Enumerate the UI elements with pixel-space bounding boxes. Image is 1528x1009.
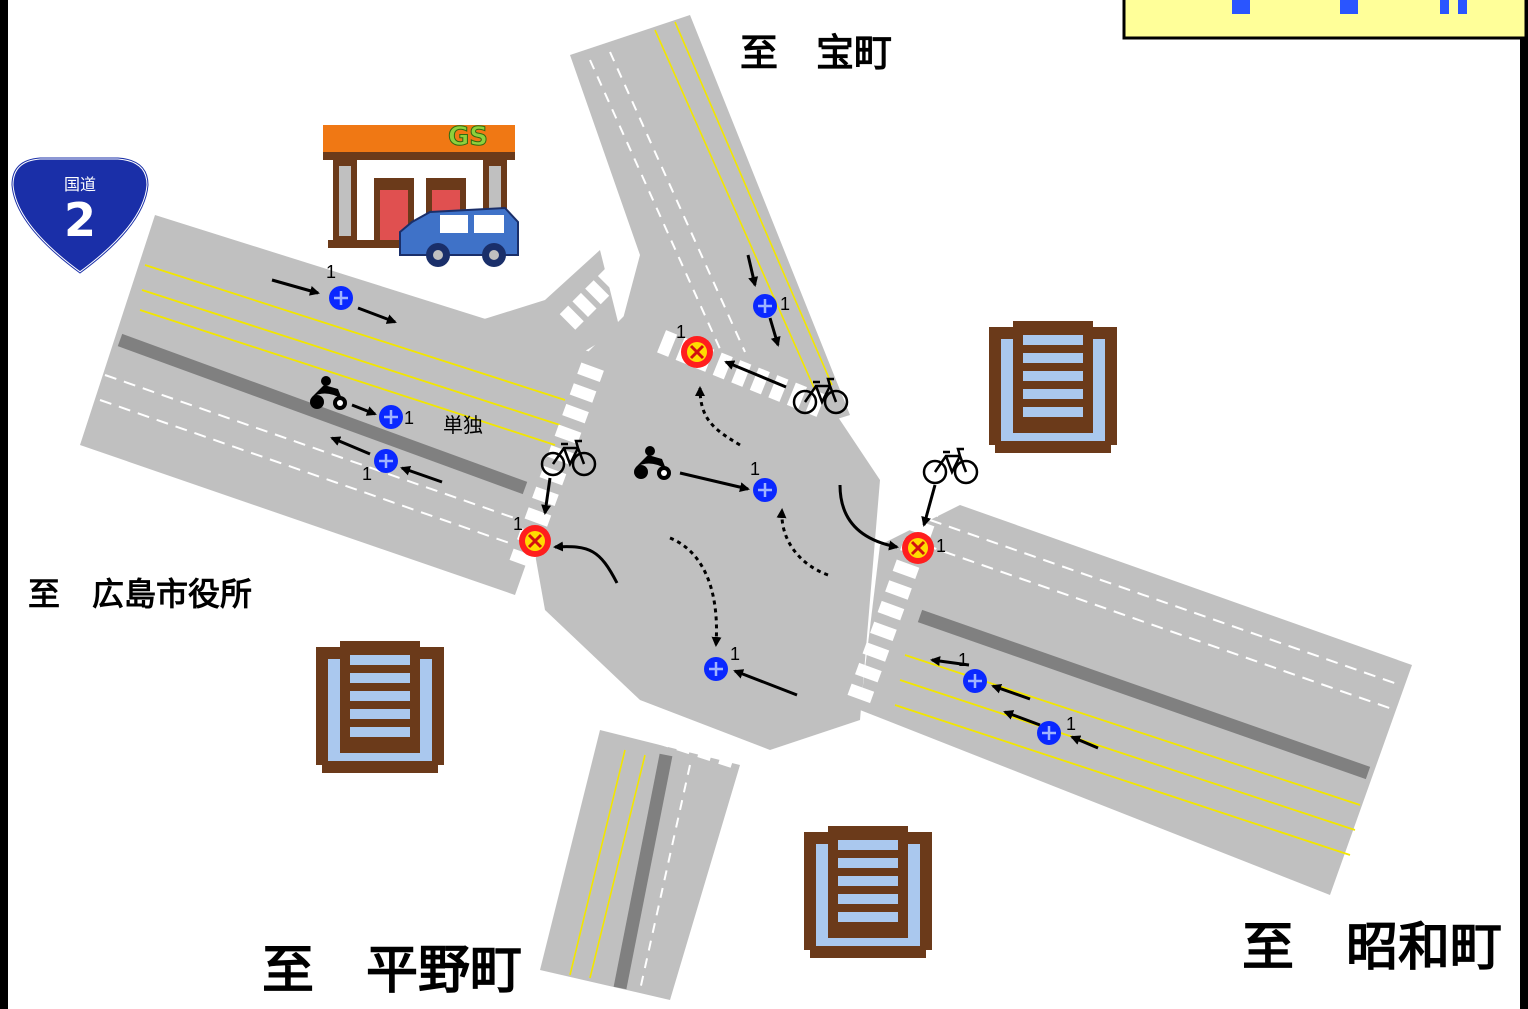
median-south [613,753,673,990]
marker-counts: 1 1 1 1 1 1 1 1 1 1 1 [326,262,1076,734]
road-east [860,505,1412,895]
blue-marker-icon [702,655,730,683]
arrow-icon [271,278,320,296]
dotted-arrows [669,386,829,647]
legend-marker [1340,0,1358,14]
arrow-icon [695,386,741,447]
arrow-icon [1003,710,1041,727]
gas-station-label: GS [448,122,488,152]
blue-marker-icon [961,667,989,695]
arrow-icon [357,306,397,324]
arrow-icon [838,484,899,551]
marker-count: 1 [1066,714,1076,734]
crosswalk-northwest [559,267,622,330]
arrow-icon [733,669,798,697]
marker-count: 1 [513,514,523,534]
building-icon [804,826,932,958]
arrow-icon [1070,735,1099,750]
lane-markings [99,21,1401,991]
red-marker-icon [517,523,553,559]
blue-marker-icon [327,284,355,312]
marker-count: 1 [958,650,968,670]
arrow-icon [351,403,377,416]
red-marker-icon [900,530,936,566]
legend-box [1122,0,1528,40]
marker-count: 1 [750,459,760,479]
corner-northwest [465,250,620,360]
destination-west: 至 広島市役所 [28,575,252,613]
arrow-icon [768,317,781,347]
traffic-arrows [271,254,1099,750]
arrow-icon [776,508,829,577]
marker-count: 1 [676,322,686,342]
destination-north: 至 宝町 [740,31,892,75]
solo-label: 単独 [443,414,483,437]
arrow-icon [400,465,443,484]
arrow-icon [991,683,1031,701]
arrow-icon [541,477,552,515]
route-2-sign-icon: 国道 2 [10,156,150,275]
destination-south: 至 平野町 [262,941,522,1001]
marker-count: 1 [780,294,790,314]
marker-count: 1 [936,536,946,556]
blue-marker-icon [751,292,779,320]
legend-marker [1458,0,1467,14]
gas-station-icon: GS [323,122,515,248]
road-center [520,300,880,750]
arrow-icon [930,656,970,667]
medians [117,333,1371,990]
blue-marker-icon [377,403,405,431]
building-icon [316,641,444,773]
marker-count: 1 [362,464,372,484]
marker-count: 1 [730,644,740,664]
arrow-icon [746,254,759,287]
median-east [917,609,1371,780]
arrow-icon [330,436,371,456]
blue-marker-icon [372,447,400,475]
blue-marker-icon [751,476,779,504]
blue-marker-icon [1035,719,1063,747]
route-sign-number: 2 [64,193,96,247]
arrow-icon [724,360,787,389]
building-icon [989,321,1117,453]
car-icon [399,206,519,267]
legend-marker [1440,0,1449,14]
median-west [117,333,528,495]
crosswalk-south [613,703,740,768]
legend-marker [1232,0,1250,14]
destination-east: 至 昭和町 [1242,918,1502,978]
arrow-icon [679,471,750,493]
arrow-icon [921,484,937,527]
arrow-icon [669,536,722,647]
arrow-icon [553,541,619,584]
marker-count: 1 [404,408,414,428]
marker-count: 1 [326,262,336,282]
route-sign-label: 国道 [64,175,96,194]
